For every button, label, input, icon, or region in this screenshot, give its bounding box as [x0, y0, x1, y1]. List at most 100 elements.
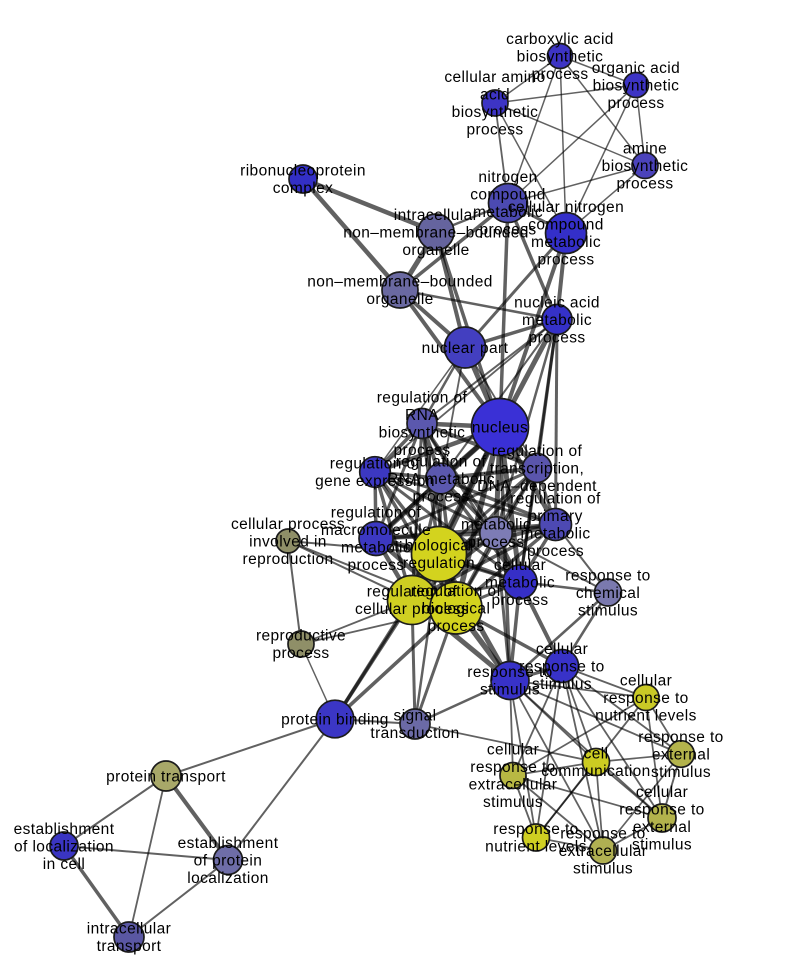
svg-text:establishment: establishment: [178, 835, 279, 852]
svg-text:nucleic acid: nucleic acid: [514, 294, 600, 311]
svg-text:regulation of: regulation of: [330, 456, 421, 473]
svg-text:process: process: [528, 329, 585, 346]
svg-text:process: process: [531, 66, 588, 83]
svg-text:process: process: [479, 222, 536, 239]
svg-text:biosynthetic: biosynthetic: [593, 77, 680, 94]
svg-text:biological: biological: [405, 538, 474, 555]
svg-text:reproductive: reproductive: [256, 628, 346, 645]
svg-text:response to: response to: [560, 825, 645, 842]
svg-text:regulation: regulation: [403, 555, 475, 572]
svg-text:process: process: [607, 95, 664, 112]
svg-text:cellular process: cellular process: [231, 516, 345, 533]
svg-text:acid: acid: [480, 87, 510, 104]
svg-text:chemical: chemical: [576, 585, 640, 602]
svg-text:nucleus: nucleus: [472, 419, 528, 436]
svg-text:nuclear part: nuclear part: [422, 340, 509, 357]
svg-text:stimulus: stimulus: [480, 682, 540, 699]
svg-text:process: process: [467, 534, 524, 551]
svg-text:extracellular: extracellular: [469, 777, 558, 794]
svg-text:cellular: cellular: [636, 784, 688, 801]
svg-text:transduction: transduction: [370, 725, 459, 742]
svg-text:of protein: of protein: [194, 852, 263, 869]
svg-text:regulation of: regulation of: [377, 390, 468, 407]
svg-text:ribonucleoprotein: ribonucleoprotein: [240, 163, 366, 180]
svg-text:cellular: cellular: [536, 641, 588, 658]
svg-text:biological: biological: [422, 600, 491, 617]
svg-text:response to: response to: [519, 658, 604, 675]
svg-text:cellular amino: cellular amino: [444, 69, 545, 86]
svg-text:protein transport: protein transport: [106, 768, 226, 785]
svg-text:stimulus: stimulus: [483, 794, 543, 811]
svg-text:process: process: [491, 592, 548, 609]
svg-text:response to: response to: [493, 821, 578, 838]
svg-text:cellular: cellular: [487, 742, 539, 759]
svg-text:metabolic: metabolic: [461, 517, 531, 534]
svg-text:process: process: [412, 488, 469, 505]
svg-text:compound: compound: [470, 187, 546, 204]
svg-text:regulation of: regulation of: [331, 505, 422, 522]
svg-text:compound: compound: [528, 217, 604, 234]
svg-text:cellular: cellular: [620, 672, 672, 689]
svg-text:metabolic: metabolic: [521, 526, 591, 543]
svg-text:metabolic: metabolic: [485, 574, 555, 591]
svg-text:process: process: [527, 543, 584, 560]
svg-text:cellular nitrogen: cellular nitrogen: [508, 199, 624, 216]
svg-text:non–membrane–bounded: non–membrane–bounded: [307, 274, 493, 291]
svg-text:regulation of: regulation of: [411, 583, 502, 600]
svg-text:external: external: [633, 819, 691, 836]
svg-text:process: process: [466, 122, 523, 139]
svg-text:gene expression: gene expression: [315, 473, 435, 490]
svg-text:macromolecule: macromolecule: [321, 522, 431, 539]
svg-text:process: process: [427, 618, 484, 635]
svg-text:primary: primary: [528, 508, 582, 525]
svg-text:response to: response to: [470, 759, 555, 776]
svg-text:response to: response to: [603, 690, 688, 707]
svg-text:regulation of: regulation of: [492, 443, 583, 460]
svg-text:response to: response to: [467, 664, 552, 681]
svg-text:regulation of: regulation of: [510, 491, 601, 508]
svg-text:organic acid: organic acid: [592, 60, 680, 77]
svg-text:stimulus: stimulus: [532, 676, 592, 693]
svg-text:communication: communication: [541, 763, 650, 780]
svg-text:biosynthetic: biosynthetic: [379, 425, 466, 442]
svg-text:cell: cell: [584, 746, 609, 763]
svg-text:nutrient levels: nutrient levels: [595, 707, 697, 724]
svg-text:intracellular: intracellular: [394, 207, 478, 224]
svg-text:response to: response to: [619, 802, 704, 819]
svg-text:protein binding: protein binding: [281, 711, 389, 728]
svg-text:amine: amine: [623, 140, 667, 157]
svg-text:transcription,: transcription,: [490, 460, 584, 477]
svg-text:metabolic: metabolic: [341, 540, 411, 557]
svg-text:stimulus: stimulus: [651, 764, 711, 781]
svg-text:process: process: [537, 252, 594, 269]
svg-text:intracellular: intracellular: [87, 921, 171, 938]
svg-text:biosynthetic: biosynthetic: [602, 158, 689, 175]
svg-text:metabolic: metabolic: [473, 204, 543, 221]
svg-text:extracellular: extracellular: [559, 843, 648, 860]
svg-text:organelle: organelle: [402, 242, 469, 259]
svg-text:stimulus: stimulus: [573, 860, 633, 877]
svg-text:metabolic: metabolic: [531, 234, 601, 251]
svg-text:of localization: of localization: [14, 838, 114, 855]
svg-text:transport: transport: [97, 938, 162, 955]
svg-text:signal: signal: [394, 708, 437, 725]
svg-text:involved in: involved in: [249, 533, 327, 550]
svg-text:complex: complex: [273, 180, 334, 197]
svg-text:stimulus: stimulus: [632, 837, 692, 854]
svg-text:cellular: cellular: [494, 557, 546, 574]
svg-text:RNA metabolic: RNA metabolic: [387, 471, 495, 488]
svg-text:nutrient levels: nutrient levels: [485, 839, 587, 856]
svg-text:regulation of: regulation of: [367, 584, 458, 601]
svg-text:stimulus: stimulus: [578, 602, 638, 619]
svg-text:response to: response to: [565, 567, 650, 584]
svg-text:process: process: [272, 645, 329, 662]
svg-text:process: process: [347, 557, 404, 574]
svg-text:metabolic: metabolic: [522, 312, 592, 329]
svg-text:organelle: organelle: [366, 291, 433, 308]
svg-text:in cell: in cell: [43, 856, 85, 873]
svg-text:process: process: [616, 175, 673, 192]
svg-text:biosynthetic: biosynthetic: [452, 104, 539, 121]
svg-text:nitrogen: nitrogen: [478, 169, 537, 186]
svg-text:response to: response to: [638, 729, 723, 746]
svg-text:RNA: RNA: [405, 407, 439, 424]
